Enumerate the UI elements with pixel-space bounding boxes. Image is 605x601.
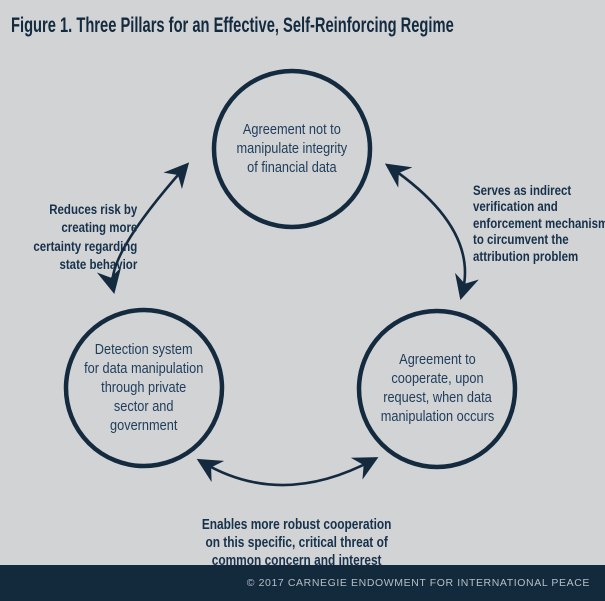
- pillar-top-label: Agreement not to manipulate integrity of…: [236, 121, 348, 176]
- pillar-circle-top: [211, 68, 373, 230]
- footer-credit: © 2017 CARNEGIE ENDOWMENT FOR INTERNATIO…: [246, 577, 590, 589]
- pillar-bottom-left-label: Detection system for data manipulation t…: [84, 341, 204, 434]
- pillar-bottom-left: Detection system for data manipulation t…: [66, 310, 222, 466]
- pillar-circle-bottom-left: [63, 307, 225, 469]
- arrow-bottom-bidirectional: [196, 457, 379, 487]
- figure-title: Figure 1. Three Pillars for an Effective…: [11, 14, 454, 37]
- pillar-bottom-right-label: Agreement to cooperate, upon request, wh…: [380, 352, 494, 425]
- arrow-label-right: Serves as indirect verification and enfo…: [458, 166, 605, 282]
- arrow-label-left: Reduces risk by creating more certainty …: [0, 182, 137, 293]
- pillar-bottom-right: Agreement to cooperate, upon request, wh…: [359, 311, 515, 467]
- arrow-right-bidirectional: [384, 163, 479, 300]
- arrow-label-bottom-text: Enables more robust cooperation on this …: [202, 517, 392, 569]
- pillar-circle-bottom-right: [356, 308, 518, 470]
- arrow-left-bidirectional: [96, 162, 190, 295]
- arrow-label-right-text: Serves as indirect verification and enfo…: [473, 182, 605, 264]
- footer-bar: © 2017 CARNEGIE ENDOWMENT FOR INTERNATIO…: [0, 565, 605, 601]
- arrow-label-left-text: Reduces risk by creating more certainty …: [33, 201, 138, 273]
- pillar-top: Agreement not to manipulate integrity of…: [214, 71, 370, 227]
